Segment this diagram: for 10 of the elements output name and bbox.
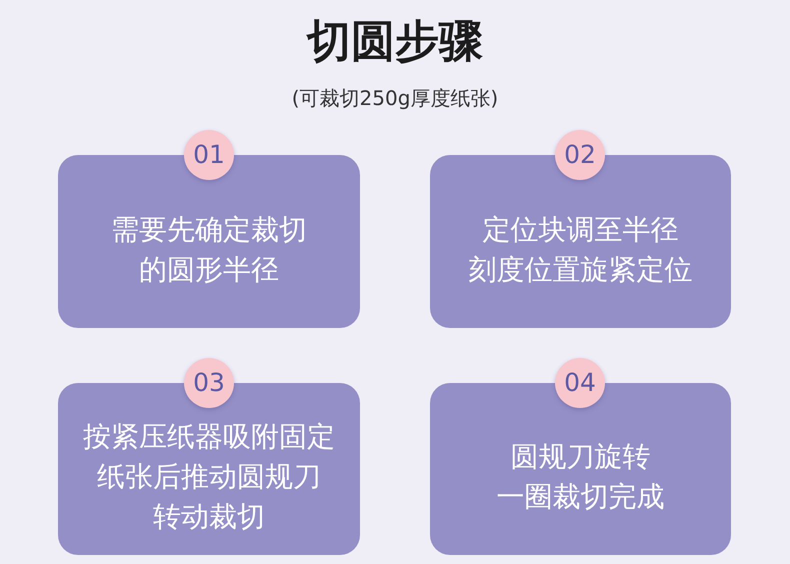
title: 切圆步骤: [307, 15, 483, 69]
step-number-badge: 01: [184, 130, 234, 180]
step-text: 定位块调至半径刻度位置旋紧定位: [468, 212, 692, 288]
subtitle: (可裁切250g厚度纸张): [292, 85, 498, 111]
step-text: 需要先确定裁切的圆形半径: [111, 212, 307, 288]
step-text: 圆规刀旋转一圈裁切完成: [496, 439, 664, 515]
step-text: 按紧压纸器吸附固定纸张后推动圆规刀转动裁切: [83, 419, 335, 535]
step-number-badge: 04: [555, 358, 605, 408]
step-number-badge: 02: [555, 130, 605, 180]
step-number-badge: 03: [184, 358, 234, 408]
